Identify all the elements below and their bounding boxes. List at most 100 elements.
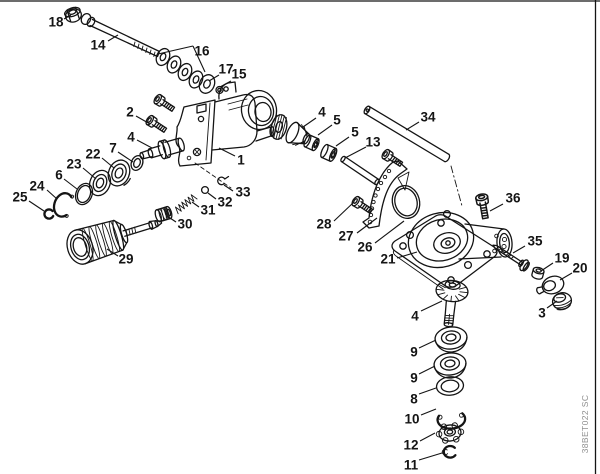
leader-line-32-15 [207,192,217,200]
part-hex-nut-18 [64,6,82,23]
part-label-4-6: 4 [127,130,135,145]
leader-line-5-22 [335,136,350,147]
part-cap-20 [536,275,565,295]
part-label-20-31: 20 [572,261,587,276]
part-label-34-19: 34 [420,110,436,125]
part-label-8-36: 8 [410,392,418,407]
leader-line-34-19 [405,121,420,131]
part-label-36-28: 36 [505,191,521,206]
part-washer-8 [435,376,465,396]
leader-line-20-31 [559,272,573,281]
leader-line-4-33 [420,300,443,312]
part-label-10-37: 10 [404,412,419,427]
leader-line-6-10 [63,178,78,190]
leader-line-4-6 [136,139,153,149]
leader-line-1-13 [218,147,236,157]
leader-line-7-7 [117,151,134,163]
part-toothed-bracket-27 [362,160,410,229]
part-screw-35 [492,244,530,272]
leader-line-9-34 [418,339,437,349]
part-label-12-38: 12 [403,438,418,453]
part-washer-set-16 [155,47,204,89]
part-label-23-9: 23 [66,157,82,172]
leader-line-13-23 [344,146,367,159]
part-label-22-8: 22 [85,147,100,162]
leader-line-4-20 [302,117,317,128]
leader-line-16-2 [192,45,206,73]
part-bearing-23 [88,169,112,197]
part-gear-disc [270,114,288,140]
part-label-28-24: 28 [316,217,332,232]
leader-line-29-18 [106,248,119,257]
leader-line-10-37 [420,408,437,416]
part-ball-32 [200,185,210,195]
part-nut-19 [531,266,545,280]
part-label-16-2: 16 [194,44,210,59]
part-label-14-1: 14 [90,38,106,53]
part-label-9-35: 9 [410,371,418,386]
part-label-1-13: 1 [237,153,245,168]
leader-line-28-24 [333,201,355,222]
leader-line-36-28 [489,203,504,212]
part-label-15-4: 15 [231,67,247,82]
leader-line-17-3 [208,74,220,82]
part-label-4-33: 4 [411,309,419,324]
part-label-33-14: 33 [235,185,251,200]
part-gear-shaft-4 [435,279,469,328]
part-bushing-5b [320,143,338,162]
part-label-24-11: 24 [29,179,45,194]
part-oring-26 [391,185,421,219]
part-label-21-27: 21 [380,252,396,267]
part-label-35-29: 35 [527,234,543,249]
part-clip-25 [43,208,55,220]
part-screw-28a [379,147,405,170]
part-bushing-5a [303,134,320,152]
part-label-18-0: 18 [48,15,64,30]
leader-line-3-32 [546,300,558,309]
part-label-29-18: 29 [118,252,133,267]
part-e-clip-11 [441,444,457,459]
leader-line-31-16 [191,201,200,208]
part-label-5-21: 5 [333,113,341,128]
part-screw-36 [474,192,493,221]
part-label-30-17: 30 [177,217,192,232]
part-bearing-9a [434,326,468,353]
part-label-26-26: 26 [357,240,373,255]
part-label-19-30: 19 [554,251,569,266]
part-bearing-9b [433,352,467,379]
part-label-5-22: 5 [351,125,359,140]
leader-line-33-14 [223,184,234,192]
part-snap-ring-24 [52,192,74,218]
dashdot-guide-line [450,165,463,207]
part-label-2-5: 2 [126,105,134,120]
leader-line-24-11 [46,189,58,200]
leader-line-14-1 [107,34,119,42]
part-gear-housing-1 [175,81,278,167]
part-pin-13 [340,155,380,186]
part-ring-6 [74,182,94,206]
leader-line-8-36 [418,387,437,395]
part-plug-30 [154,205,173,223]
leader-line-25-12 [28,200,45,212]
leader-line-2-5 [135,115,151,125]
leader-line-18-0 [63,14,72,20]
part-star-gear-12 [435,422,465,444]
leader-line-27-25 [356,217,378,234]
dashed-guide-line [194,162,232,189]
part-label-11-39: 11 [404,458,419,473]
leader-line-16-2 [157,45,194,55]
leader-line-5-21 [317,124,333,136]
part-rod-34 [363,105,451,163]
part-flange-housing-21 [391,209,513,290]
watermark-text: 38BET022 SC [580,395,590,454]
part-label-3-32: 3 [538,306,546,321]
part-label-31-16: 31 [200,203,216,218]
leader-line-30-17 [166,215,177,223]
part-clip-33 [217,175,230,186]
leader-line-22-8 [101,157,115,169]
part-screw-2b [143,113,169,136]
part-label-32-15: 32 [217,195,232,210]
